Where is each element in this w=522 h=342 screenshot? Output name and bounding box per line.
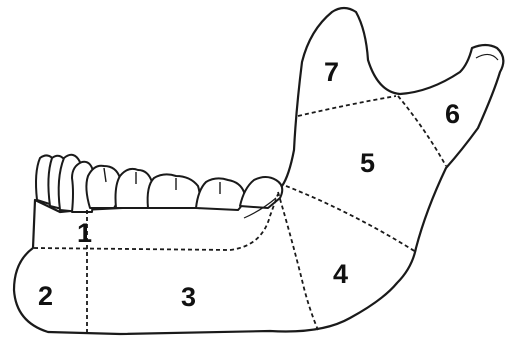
zone-label-4: 4 [333, 259, 348, 289]
zone-label-2: 2 [38, 281, 53, 311]
molar-1 [116, 169, 153, 208]
teeth-row [36, 155, 282, 212]
zone-label-1: 1 [77, 218, 92, 248]
molar-2 [148, 174, 200, 208]
zone-label-7: 7 [324, 57, 339, 87]
zone-label-3: 3 [181, 282, 196, 312]
zone-label-5: 5 [360, 148, 375, 178]
zone-label-6: 6 [445, 99, 460, 129]
